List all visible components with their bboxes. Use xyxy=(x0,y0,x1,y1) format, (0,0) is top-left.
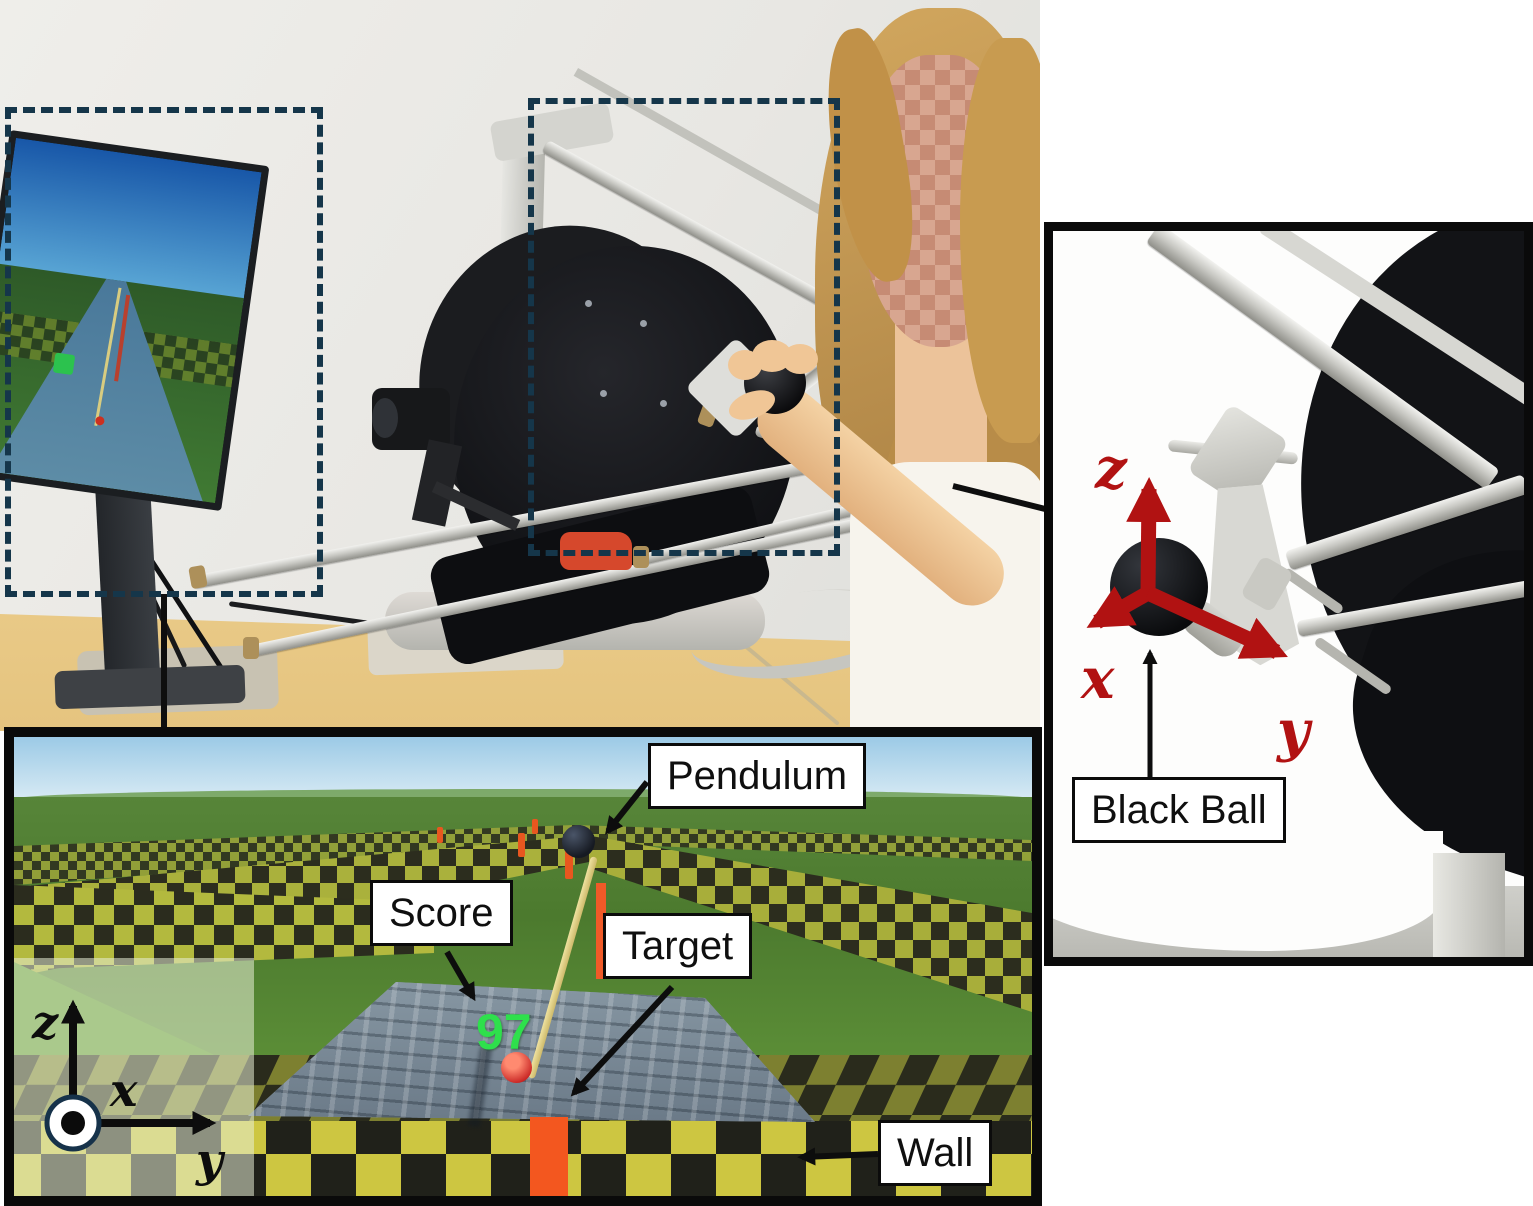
participant-hand xyxy=(782,344,818,374)
camera-lens xyxy=(372,398,398,438)
vr-checker-band-left xyxy=(14,885,434,970)
pendulum-bob xyxy=(501,1052,532,1083)
target-label: Target xyxy=(603,913,753,979)
distant-target-post xyxy=(518,833,525,857)
screw-dot xyxy=(660,400,667,407)
target-wall-marker xyxy=(530,1117,568,1196)
distant-target-post xyxy=(532,819,538,834)
connector-line-monitor-to-vr-panel xyxy=(161,594,167,733)
device-highlight-box xyxy=(528,98,840,556)
wall-label: Wall xyxy=(878,1120,993,1186)
screw-dot xyxy=(640,320,647,327)
pendulum-pivot-ball xyxy=(562,825,595,858)
pendulum-label: Pendulum xyxy=(648,743,867,809)
vr-axis-z-label: z xyxy=(32,995,59,1049)
vr-axis-y-label: y xyxy=(196,1133,223,1187)
score-value: 97 xyxy=(476,1004,532,1060)
screw-dot xyxy=(600,390,607,397)
zoom-axis-y-label: y xyxy=(1277,698,1310,764)
distant-target-post xyxy=(437,827,443,843)
black-ball-label: Black Ball xyxy=(1072,777,1286,843)
screw-dot xyxy=(585,300,592,307)
brass-joint xyxy=(243,637,259,659)
score-label: Score xyxy=(370,880,513,946)
distant-target-post xyxy=(565,833,573,879)
virtual-environment-panel: 97 z x y Pendulum Score Target Wall xyxy=(4,727,1042,1206)
zoom-axis-x-label: x xyxy=(1081,646,1115,712)
setup-photo xyxy=(0,0,1040,731)
zoom-floor-curve xyxy=(1053,831,1443,951)
zoom-axis-z-label: z xyxy=(1095,436,1127,502)
coordinate-frame-overlay xyxy=(14,958,254,1196)
monitor-highlight-box xyxy=(5,107,323,597)
vr-axis-x-label: x xyxy=(110,1063,138,1117)
zoom-stand-post xyxy=(1433,853,1505,957)
monitor-base xyxy=(54,664,246,710)
end-effector-zoom-panel: z x y Black Ball xyxy=(1044,222,1533,966)
target-pole xyxy=(596,883,606,979)
black-ball xyxy=(1110,538,1208,636)
